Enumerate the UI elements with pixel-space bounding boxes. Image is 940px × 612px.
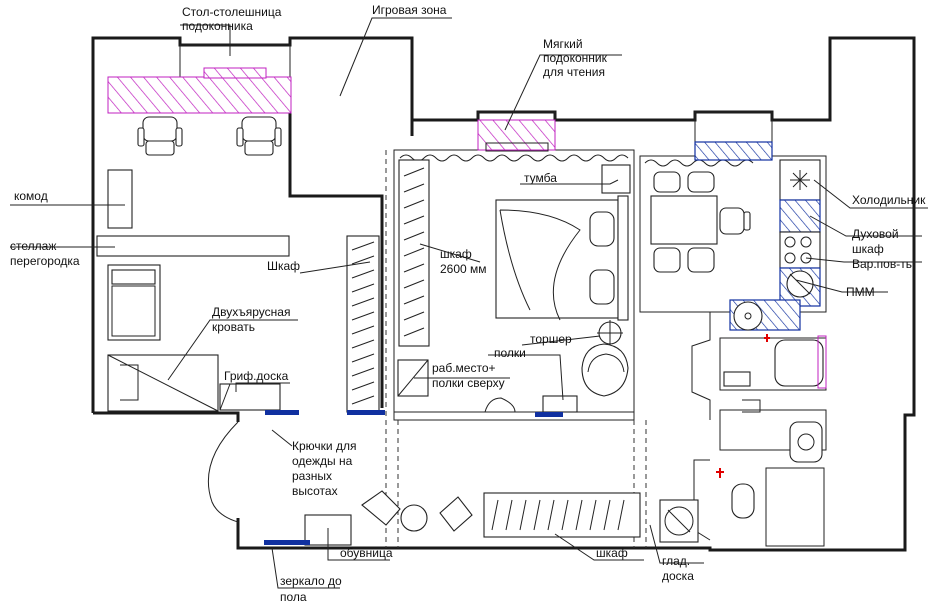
wardrobe-bedroom xyxy=(398,159,430,347)
hallway xyxy=(207,150,699,548)
label-soft-sill: для чтения xyxy=(543,65,605,79)
label-mirror: зеркало до xyxy=(280,574,342,588)
pouf xyxy=(400,504,428,532)
label-soft-sill: Мягкий xyxy=(543,37,583,51)
label-wardrobe-hall: шкаф xyxy=(596,546,628,560)
label-desk: подоконника xyxy=(182,19,253,33)
chalkboard xyxy=(219,383,281,411)
chair-2 xyxy=(236,116,282,156)
label-workplace: полки сверху xyxy=(432,376,505,390)
label-wardrobe-bedroom: шкаф xyxy=(440,247,472,261)
label-hooks: высотах xyxy=(292,484,338,498)
label-wardrobe-left: Шкаф xyxy=(267,259,300,273)
label-soft-sill: подоконник xyxy=(543,51,608,65)
label-dishwasher: ПММ xyxy=(846,285,875,299)
kitchen-window-sill xyxy=(694,141,773,161)
label-oven: шкаф xyxy=(852,242,884,256)
shelf-partition xyxy=(96,235,290,257)
kitchen xyxy=(639,141,827,331)
label-play-zone: Игровая зона xyxy=(372,3,447,17)
desk-windowsill xyxy=(107,76,292,114)
label-workplace: раб.место+ xyxy=(432,361,496,375)
kids-room xyxy=(96,67,385,415)
label-bunk-bed: кровать xyxy=(212,320,255,334)
label-dresser: комод xyxy=(14,189,48,203)
label-hooks: одежды на xyxy=(292,454,353,468)
label-chalkboard: Гриф.доска xyxy=(224,369,289,383)
label-mirror: пола xyxy=(280,590,307,604)
label-shelf-partition: перегородка xyxy=(10,254,80,268)
soft-windowsill xyxy=(477,119,556,151)
wash-basin xyxy=(789,421,823,463)
toilet xyxy=(731,483,755,519)
label-floor-lamp: торшер xyxy=(530,332,572,346)
dresser xyxy=(107,169,133,229)
oven xyxy=(779,199,821,233)
wardrobe-hall xyxy=(483,492,641,538)
label-hooks: Крючки для xyxy=(292,439,356,453)
label-shoe-cabinet: обувница xyxy=(340,546,393,560)
kitchen-sink xyxy=(733,301,763,331)
label-fridge: Холодильник xyxy=(852,193,926,207)
armchair xyxy=(581,343,629,397)
label-desk: Стол-столешница xyxy=(182,5,282,19)
chair-1 xyxy=(137,116,183,156)
leader-lines xyxy=(10,17,928,589)
label-wardrobe-bedroom: 2600 мм xyxy=(440,262,487,276)
label-hob: Вар.пов-ть xyxy=(852,257,912,271)
label-hooks: разных xyxy=(292,469,332,483)
label-nightstand: тумба xyxy=(524,171,557,185)
hob xyxy=(779,231,821,269)
shelves xyxy=(542,395,578,413)
label-ironing-board: глад. xyxy=(662,554,690,568)
bathtub xyxy=(774,339,824,387)
label-shelf-partition: стеллаж- xyxy=(10,239,60,253)
label-oven: Духовой xyxy=(852,227,899,241)
nightstand xyxy=(601,164,631,194)
label-ironing-board: доска xyxy=(662,569,694,583)
label-bunk-bed: Двухъярусная xyxy=(212,305,290,319)
bathrooms xyxy=(691,312,827,547)
bedroom xyxy=(393,119,635,421)
dining-table xyxy=(650,195,718,245)
wardrobe-left xyxy=(346,235,380,413)
label-shelves: полки xyxy=(494,346,526,360)
labels: Стол-столешница подоконника Игровая зона… xyxy=(10,3,926,604)
